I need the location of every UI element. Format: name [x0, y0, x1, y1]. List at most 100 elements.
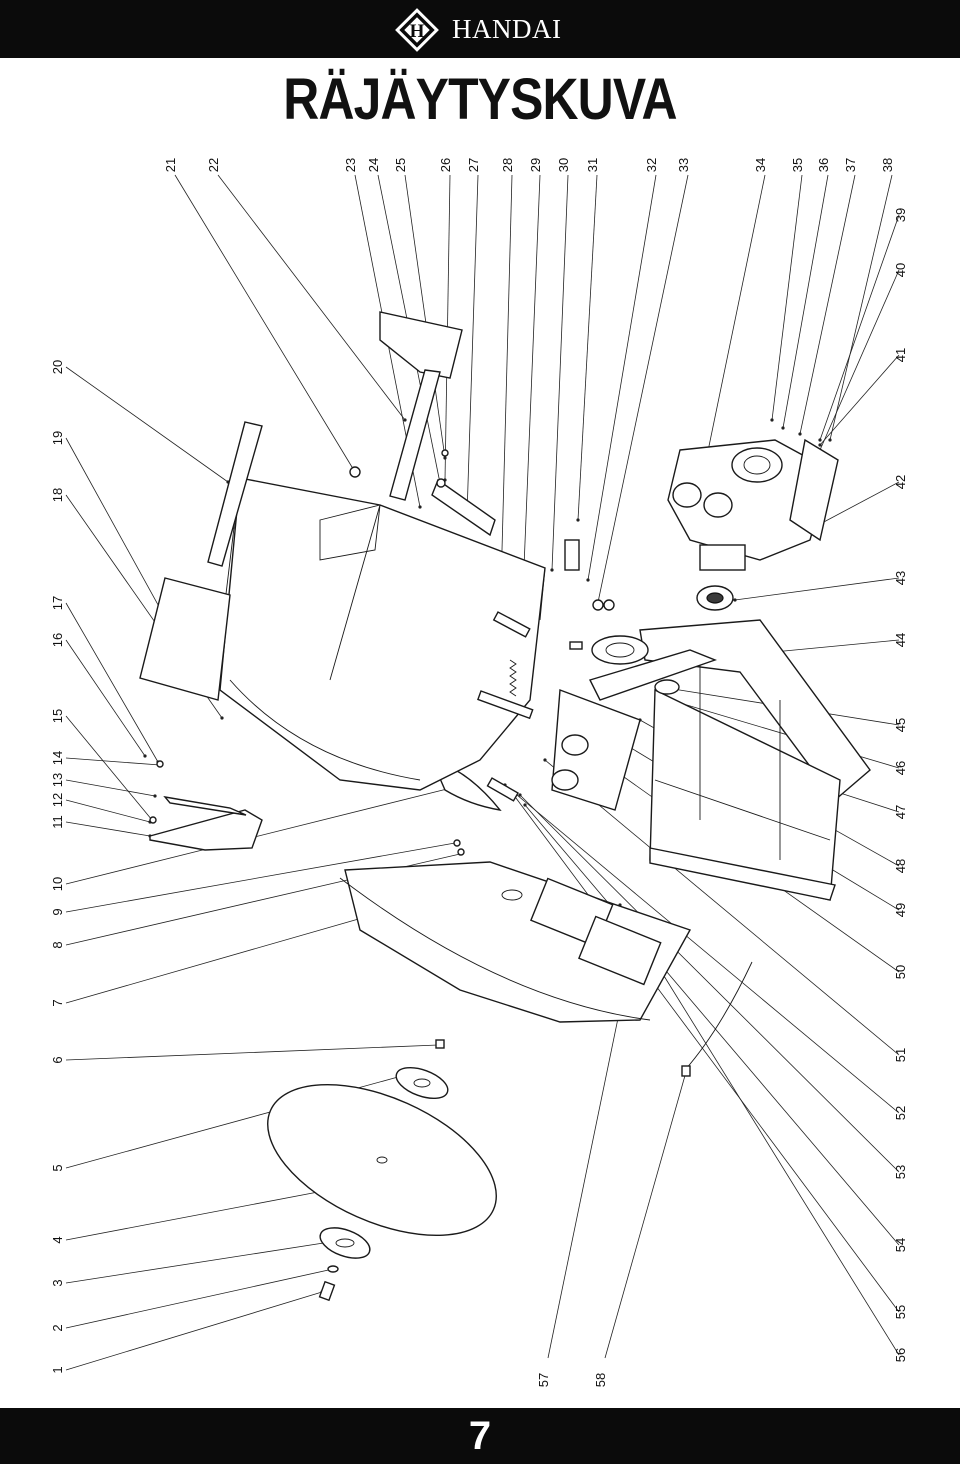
- leader-line-52: [504, 784, 900, 1114]
- leader-line-51: [544, 759, 900, 1056]
- outer-flange: [395, 1066, 449, 1100]
- callout-label-4: 4: [50, 1236, 65, 1243]
- callout-label-11: 11: [50, 815, 65, 829]
- callout-label-26: 26: [438, 158, 453, 172]
- leader-line-6: [65, 1044, 439, 1061]
- leader-line-43: [734, 577, 900, 601]
- callout-label-29: 29: [528, 158, 543, 172]
- leader-line-22: [217, 174, 406, 421]
- callout-label-51: 51: [893, 1048, 908, 1062]
- engine-block: [667, 439, 831, 561]
- leader-line-14: [65, 757, 161, 766]
- callout-label-12: 12: [50, 793, 65, 807]
- leader-tip-53: [518, 793, 522, 797]
- leader-line-33: [596, 174, 689, 608]
- cable: [684, 961, 753, 1071]
- leader-line-1: [65, 1291, 323, 1371]
- guard-bracket-2: [578, 915, 662, 986]
- leader-line-11: [65, 821, 151, 837]
- callout-label-16: 16: [50, 633, 65, 647]
- leader-line-30: [551, 174, 569, 571]
- callout-label-45: 45: [893, 718, 908, 732]
- rail-right: [163, 795, 247, 816]
- callout-label-8: 8: [50, 941, 65, 948]
- leader-line-25: [404, 174, 446, 459]
- air-filter: [672, 482, 702, 508]
- bracket-post: [389, 369, 441, 501]
- callout-label-27: 27: [466, 158, 481, 172]
- main-housing: [219, 477, 546, 791]
- screw: [435, 1039, 445, 1049]
- leader-tip-38: [828, 438, 832, 442]
- callout-label-22: 22: [206, 158, 221, 172]
- callout-label-56: 56: [893, 1348, 908, 1362]
- callout-label-57: 57: [536, 1373, 551, 1387]
- callout-label-7: 7: [50, 999, 65, 1006]
- callout-label-55: 55: [893, 1305, 908, 1319]
- callout-label-1: 1: [50, 1366, 65, 1373]
- rail-left: [149, 809, 263, 851]
- callout-label-33: 33: [676, 158, 691, 172]
- saw-blade: [267, 1083, 497, 1237]
- adjust-plate: [431, 478, 496, 537]
- callout-label-39: 39: [893, 208, 908, 222]
- callout-label-18: 18: [50, 488, 65, 502]
- callout-label-14: 14: [50, 751, 65, 765]
- leader-line-55: [509, 789, 900, 1313]
- callout-label-38: 38: [880, 158, 895, 172]
- leader-line-35: [771, 174, 803, 421]
- callout-label-44: 44: [893, 633, 908, 647]
- arbor-bolt: [318, 1280, 336, 1302]
- leader-tip-30: [550, 568, 554, 572]
- cable-clip: [681, 1065, 691, 1077]
- leader-line-41: [819, 354, 900, 446]
- leader-line-13: [65, 779, 156, 797]
- drive-pulley: [591, 635, 649, 665]
- callout-label-13: 13: [50, 773, 65, 787]
- leader-line-17: [65, 602, 159, 763]
- leader-line-2: [65, 1268, 334, 1329]
- leader-tip-41: [818, 443, 822, 447]
- callout-label-52: 52: [893, 1106, 908, 1120]
- callout-label-37: 37: [843, 158, 858, 172]
- leader-line-39: [819, 214, 900, 441]
- leader-tip-36: [781, 426, 785, 430]
- leader-line-9: [65, 842, 456, 913]
- blade-arbor-hole: [376, 1156, 388, 1164]
- callout-label-41: 41: [893, 348, 908, 362]
- callout-label-23: 23: [343, 158, 358, 172]
- callout-label-49: 49: [893, 903, 908, 917]
- callout-label-2: 2: [50, 1324, 65, 1331]
- leader-line-27: [466, 174, 479, 516]
- callout-label-50: 50: [893, 965, 908, 979]
- callout-label-5: 5: [50, 1164, 65, 1171]
- main-shaft: [477, 690, 534, 720]
- bearing-rear: [551, 769, 579, 791]
- callout-label-6: 6: [50, 1056, 65, 1063]
- leader-tip-13: [153, 794, 157, 798]
- callout-label-58: 58: [593, 1373, 608, 1387]
- callout-label-15: 15: [50, 709, 65, 723]
- side-panel: [139, 577, 231, 701]
- callout-label-10: 10: [50, 877, 65, 891]
- leader-line-10: [65, 786, 456, 885]
- leader-line-21: [174, 174, 356, 473]
- leader-tip-23: [418, 505, 422, 509]
- leader-tip-16: [143, 754, 147, 758]
- callout-label-40: 40: [893, 263, 908, 277]
- header-bar: [0, 0, 960, 58]
- idler-pulley: [654, 679, 680, 695]
- pivot-block: [564, 539, 580, 571]
- leader-line-12: [65, 799, 151, 823]
- leader-line-28: [499, 174, 513, 626]
- engine-plate: [789, 438, 839, 542]
- leader-line-15: [65, 715, 153, 821]
- callout-label-35: 35: [790, 158, 805, 172]
- pivot-shaft: [492, 611, 531, 638]
- knob: [349, 466, 361, 478]
- leader-line-20: [65, 366, 229, 483]
- callout-label-36: 36: [816, 158, 831, 172]
- leader-line-34: [701, 174, 766, 481]
- bearing-front: [561, 734, 589, 756]
